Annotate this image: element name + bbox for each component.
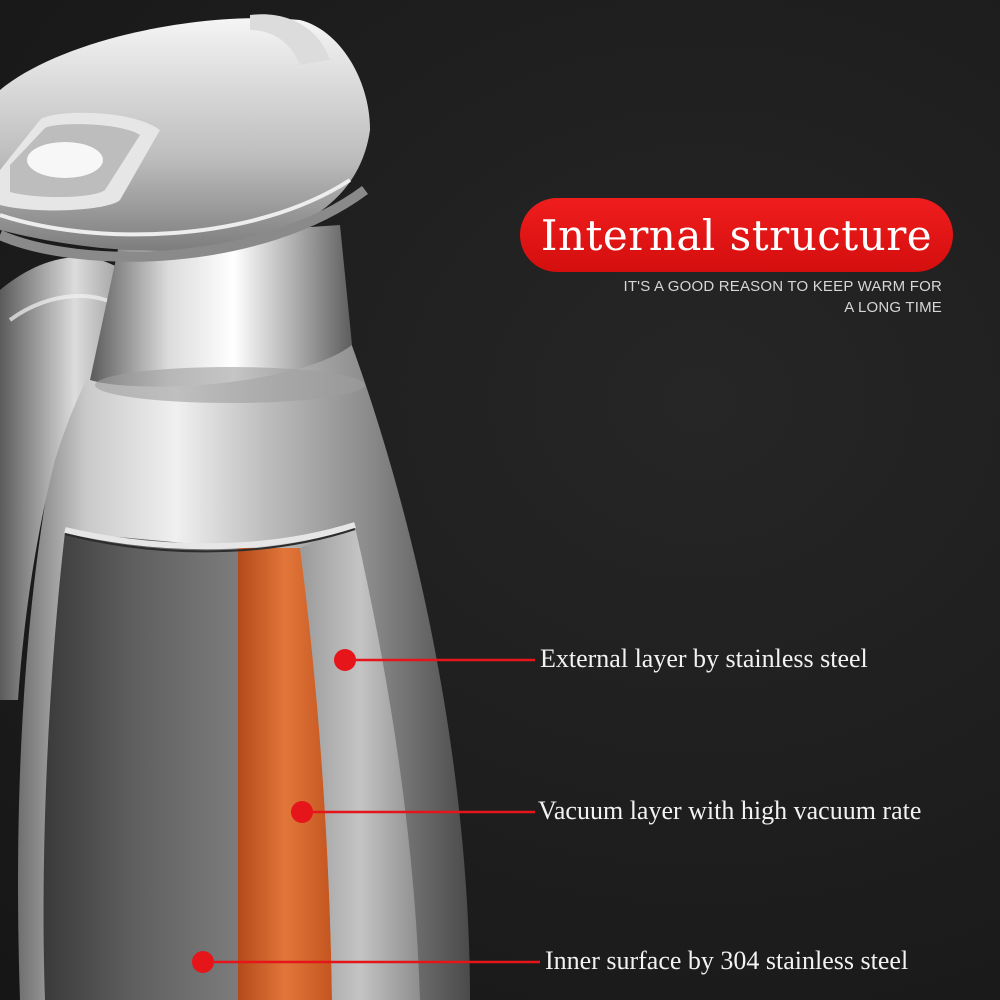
page-title: Internal structure bbox=[540, 210, 933, 260]
callout-label-vacuum: Vacuum layer with high vacuum rate bbox=[538, 796, 922, 825]
subtitle: IT'S A GOOD REASON TO KEEP WARM FOR A LO… bbox=[522, 276, 942, 318]
callout-line-vacuum bbox=[291, 801, 535, 823]
jug-handle bbox=[0, 257, 150, 700]
cutaway-inner-wall bbox=[43, 532, 239, 1000]
jug-neck bbox=[90, 225, 352, 387]
cutaway-outer-wall bbox=[300, 527, 420, 1000]
callout-label-external: External layer by stainless steel bbox=[540, 644, 868, 673]
callout-label-inner: Inner surface by 304 stainless steel bbox=[545, 946, 909, 975]
callout-line-external bbox=[334, 649, 535, 671]
title-badge: Internal structure bbox=[520, 198, 953, 272]
subtitle-line-2: A LONG TIME bbox=[844, 299, 942, 316]
callout-line-inner bbox=[192, 951, 540, 973]
subtitle-line-1: IT'S A GOOD REASON TO KEEP WARM FOR bbox=[623, 278, 942, 295]
cutaway-vacuum-layer bbox=[238, 548, 332, 1000]
